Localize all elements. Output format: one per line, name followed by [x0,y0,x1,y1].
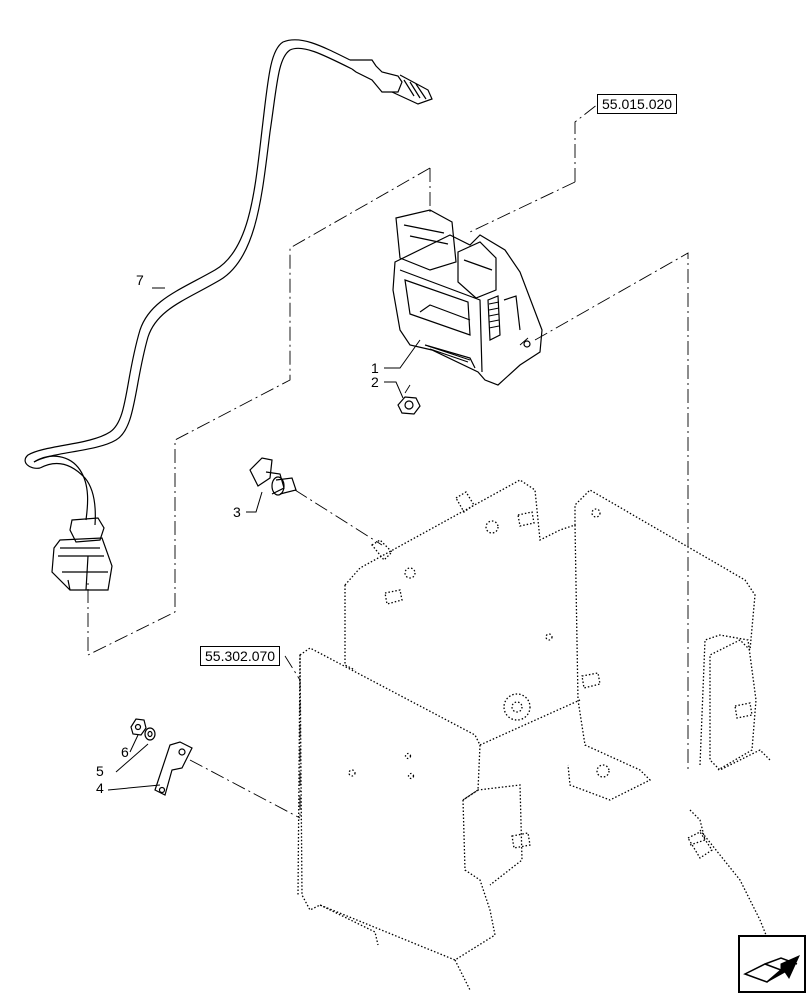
bracket-hardware [130,718,193,796]
callout-1: 1 [371,360,379,376]
callout-5: 5 [96,763,104,779]
reference-ecu[interactable]: 55.015.020 [597,94,678,114]
reference-frame[interactable]: 55.302.070 [200,646,281,666]
mounting-frame [297,479,771,991]
callout-3: 3 [233,504,241,520]
callout-4: 4 [96,780,104,796]
next-page-arrow-icon[interactable] [737,934,807,994]
callout-7: 7 [136,272,144,288]
nut [397,396,421,415]
callout-6: 6 [121,744,129,760]
ecu-module [392,209,543,386]
guide-lines [87,103,689,820]
screw-clip [249,457,297,496]
ecu-vent-slots [427,301,500,363]
callout-leaders [107,287,421,791]
sensor-harness [24,39,433,591]
callout-2: 2 [371,374,379,390]
